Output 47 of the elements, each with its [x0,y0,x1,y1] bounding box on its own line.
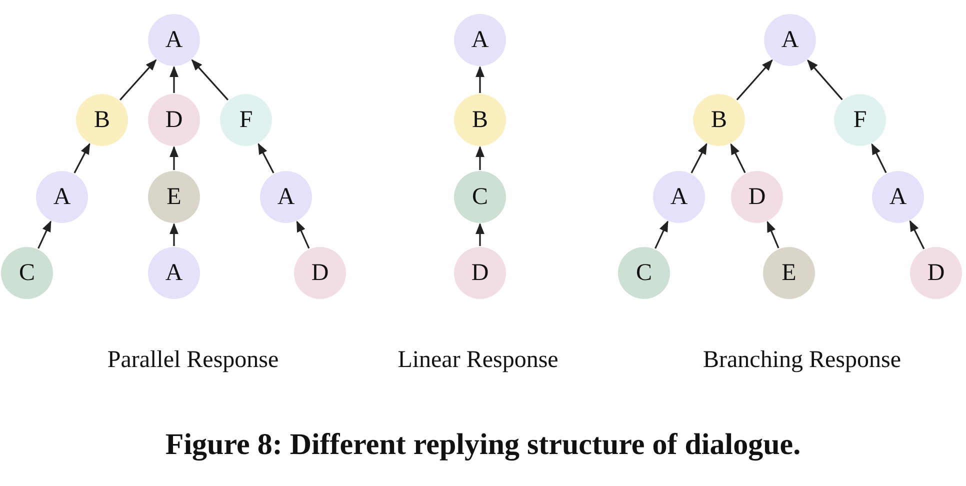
arrow [74,142,90,174]
arrow [191,59,229,100]
arrow [476,222,484,246]
figure-caption: Figure 8: Different replying structure of dialogue. [164,428,802,462]
node-circle: E [763,247,815,299]
arrow [766,220,780,248]
arrow [296,220,310,249]
node-circle: A [148,247,200,299]
arrow [258,142,274,174]
arrow [119,59,157,100]
node-circle: A [36,171,88,223]
arrow [476,146,484,170]
node-circle: C [454,171,506,223]
node-circle: A [148,14,200,66]
node-circle: B [76,94,128,146]
node-circle: E [148,171,200,223]
arrow [170,222,178,246]
arrow [730,143,746,174]
node-circle: D [731,171,783,223]
arrow [38,220,52,249]
node-circle: B [693,94,745,146]
node-circle: A [872,171,924,223]
arrow [170,146,178,170]
arrow [170,66,178,93]
node-circle: C [1,247,53,299]
arrow [909,220,925,250]
arrow [476,66,484,93]
node-circle: A [260,171,312,223]
node-circle: F [834,94,886,146]
node-circle: D [454,247,506,299]
node-circle: D [294,247,346,299]
panel-label: Linear Response [398,347,558,374]
node-circle: F [220,94,272,146]
arrow [690,142,708,174]
arrow [871,143,887,174]
node-circle: A [764,14,816,66]
node-circle: D [148,94,200,146]
node-circle: A [454,14,506,66]
node-circle: A [653,171,705,223]
node-circle: B [454,94,506,146]
node-circle: C [618,247,670,299]
arrow [736,59,773,100]
arrow [807,59,843,100]
panel-label: Branching Response [703,347,901,374]
node-circle: D [910,247,962,299]
panel-label: Parallel Response [107,347,279,374]
arrow [654,220,668,249]
